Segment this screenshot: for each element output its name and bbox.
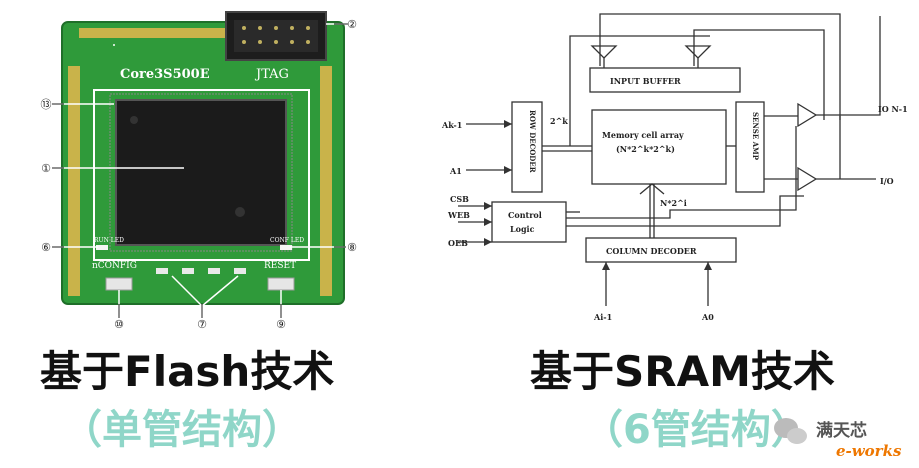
control-label-2: Logic [510, 224, 535, 234]
column-decoder-block [585, 237, 737, 263]
sense-amp-block [735, 101, 765, 193]
callout-9: ⑨ [276, 318, 286, 331]
input-buffer-block [589, 67, 741, 93]
silk-nconfig-label: nCONFIG [92, 261, 137, 271]
io-high-label: IO N-1 [878, 104, 908, 114]
watermark: 满天芯 e-works [774, 418, 902, 460]
row-decoder-block [511, 101, 543, 193]
callout-2: ② [347, 18, 357, 31]
web-label: WEB [447, 210, 470, 220]
flash-caption-title: 基于Flash技术 [40, 347, 335, 396]
oeb-label: OEB [448, 238, 468, 248]
memory-array-block [591, 109, 727, 185]
sram-block-diagram: INPUT BUFFER Memory cell array (N*2^k*2^… [441, 13, 908, 322]
input-buffer-label: INPUT BUFFER [610, 76, 681, 86]
wechat-icon [774, 418, 807, 444]
silk-runled-label: RUN LED [94, 237, 124, 244]
pin-header-right [320, 66, 332, 296]
callout-6: ⑥ [41, 241, 51, 254]
callout-13: ⑬ [41, 98, 52, 111]
fpga-chip [115, 99, 287, 246]
control-label-1: Control [508, 210, 542, 220]
nconfig-button [105, 277, 133, 291]
k-label: 2^k [550, 116, 568, 126]
callout-10: ⑩ [114, 318, 124, 331]
pin-header-top [79, 28, 229, 38]
addr-col-low-label: A0 [701, 312, 714, 322]
led-row [156, 268, 246, 274]
io-low-label: I/O [880, 176, 894, 186]
silk-model-label: Core3S500E [120, 67, 210, 82]
sense-amp-label: SENSE AMP [751, 112, 760, 161]
row-decoder-label: ROW DECODER [528, 110, 537, 173]
callout-1: ① [41, 162, 51, 175]
column-decoder-label: COLUMN DECODER [606, 246, 697, 256]
silk-reset-label: RESET [264, 261, 296, 271]
watermark-brand-en: e-works [836, 442, 902, 460]
sram-caption-title: 基于SRAM技术 [530, 347, 835, 396]
addr-low-label: A1 [449, 166, 462, 176]
control-logic-block [491, 201, 567, 243]
watermark-brand-cn: 满天芯 [816, 420, 867, 441]
addr-col-high-label: Ai-1 [593, 312, 612, 322]
callout-8: ⑧ [347, 241, 357, 254]
csb-label: CSB [450, 194, 469, 204]
reset-button [267, 277, 295, 291]
fpga-board-illustration: Core3S500E JTAG RUN LED CONF LED nCONFIG… [41, 11, 357, 331]
flash-caption-subtitle: （单管结构） [62, 407, 302, 453]
n-label: N*2^i [660, 198, 687, 208]
sram-caption-subtitle: （6管结构） [583, 407, 811, 453]
memory-array-label: Memory cell array [602, 130, 684, 140]
pin-header-left [68, 66, 80, 296]
silk-confled-label: CONF LED [270, 237, 304, 244]
addr-high-label: Ak-1 [441, 120, 462, 130]
callout-7: ⑦ [197, 318, 207, 331]
silk-jtag-label: JTAG [254, 67, 289, 82]
memory-dims-label: (N*2^k*2^k) [616, 144, 675, 154]
